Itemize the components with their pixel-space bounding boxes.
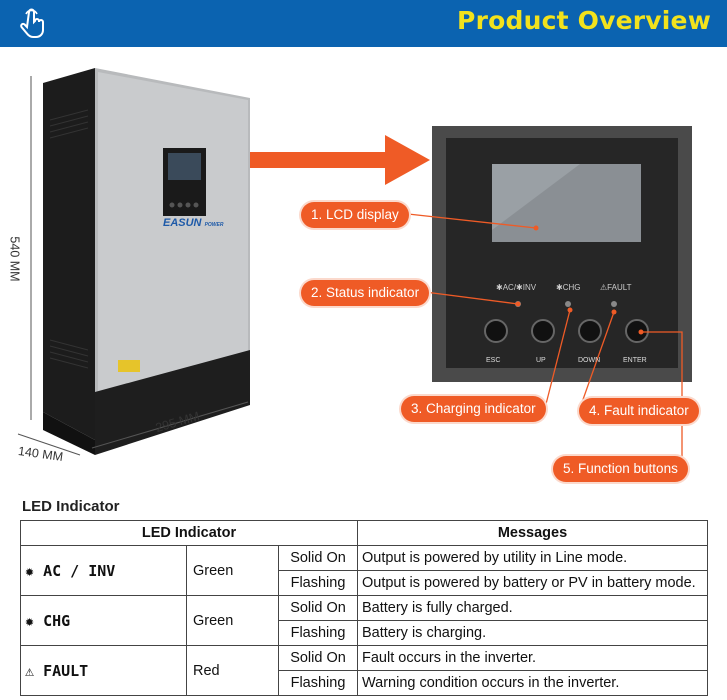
col-messages-header: Messages: [357, 520, 708, 546]
callout-status-indicator: 2. Status indicator: [301, 280, 430, 306]
indicator-message: Fault occurs in the inverter.: [357, 645, 708, 671]
enter-button-label[interactable]: ENTER: [623, 357, 647, 364]
inverter-diagram: [17, 68, 692, 462]
warning-icon: ⚠: [25, 661, 35, 680]
indicator-state: Flashing: [278, 620, 358, 646]
table-row: Flashing Warning condition occurs in the…: [21, 670, 708, 696]
indicator-state: Solid On: [278, 595, 358, 621]
table-row: ✹ CHG Green Solid On Battery is fully ch…: [20, 595, 708, 646]
indicator-message: Warning condition occurs in the inverter…: [357, 670, 708, 696]
indicator-state: Flashing: [278, 670, 358, 696]
esc-button-label[interactable]: ESC: [486, 357, 501, 364]
indicator-state: Flashing: [278, 570, 358, 596]
down-button-label[interactable]: DOWN: [578, 357, 601, 364]
indicator-ac-inv: ✹ AC / INV: [20, 545, 187, 596]
panel-led-fault: ⚠FAULT: [600, 283, 632, 292]
up-button-label[interactable]: UP: [536, 357, 546, 364]
indicator-message: Output is powered by battery or PV in ba…: [357, 570, 708, 596]
callout-charging-indicator: 3. Charging indicator: [401, 396, 546, 422]
header-banner: Product Overview: [0, 0, 727, 47]
table-row: Flashing Battery is charging.: [21, 620, 708, 646]
indicator-fault: ⚠ FAULT: [20, 645, 187, 696]
indicator-chg: ✹ CHG: [20, 595, 187, 646]
col-led-indicator-header: LED Indicator: [20, 520, 358, 546]
panel-led-chg: ✱CHG: [556, 283, 581, 292]
page-title: Product Overview: [457, 6, 711, 35]
indicator-color: Green: [186, 595, 279, 646]
callout-fault-indicator: 4. Fault indicator: [579, 398, 699, 424]
hand-pointer-icon: [20, 8, 44, 38]
indicator-message: Output is powered by utility in Line mod…: [357, 545, 708, 571]
table-row: ⚠ FAULT Red Solid On Fault occurs in the…: [20, 645, 708, 696]
dimension-height: 540 MM: [7, 236, 22, 282]
indicator-message: Battery is fully charged.: [357, 595, 708, 621]
indicator-color: Green: [186, 545, 279, 596]
sun-icon: ✹: [25, 561, 35, 580]
brand-logo: EASUN POWER: [163, 217, 224, 229]
led-section-title: LED Indicator: [22, 498, 120, 515]
indicator-state: Solid On: [278, 645, 358, 671]
panel-led-ac-inv: ✱AC/✱INV: [496, 283, 537, 292]
indicator-message: Battery is charging.: [357, 620, 708, 646]
indicator-color: Red: [186, 645, 279, 696]
callout-function-buttons: 5. Function buttons: [553, 456, 688, 482]
product-illustration: EASUN POWER ✱AC/✱INV ✱CHG ⚠FAULT ESC UP …: [0, 47, 727, 492]
indicator-state: Solid On: [278, 545, 358, 571]
sun-icon: ✹: [25, 611, 35, 630]
table-header-row: LED Indicator Messages: [20, 520, 708, 546]
callout-lcd-display: 1. LCD display: [301, 202, 409, 228]
table-row: Flashing Output is powered by battery or…: [21, 570, 708, 596]
led-indicator-table: LED Indicator Messages ✹ AC / INV Green …: [20, 520, 708, 696]
table-row: ✹ AC / INV Green Solid On Output is powe…: [20, 545, 708, 596]
